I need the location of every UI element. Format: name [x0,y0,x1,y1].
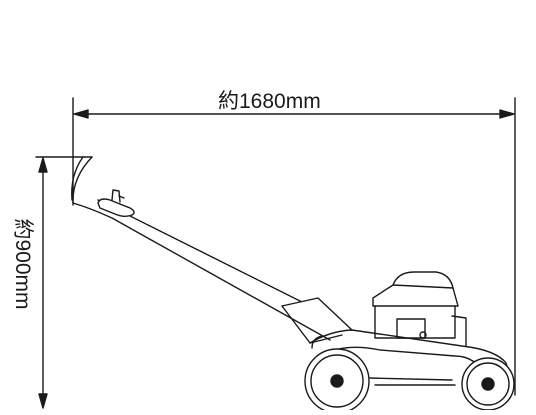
handle-lever [97,189,135,217]
width-arrow-left [73,109,89,119]
height-dimension [35,156,93,409]
height-arrow-bottom [38,393,48,409]
width-dimension-label: 約1680mm [218,90,321,113]
rear-wheel [461,357,515,411]
lawn-mower-icon [71,156,515,414]
mower-handle [72,156,331,341]
height-arrow-top [38,157,48,173]
width-dimension [72,97,516,396]
mower-handle-inner [71,156,84,201]
front-wheel [304,348,370,414]
width-arrow-right [499,109,515,119]
mower-engine [372,271,467,347]
height-dimension-label: 約900mm [11,218,34,310]
mower-handle-lower [97,199,319,311]
